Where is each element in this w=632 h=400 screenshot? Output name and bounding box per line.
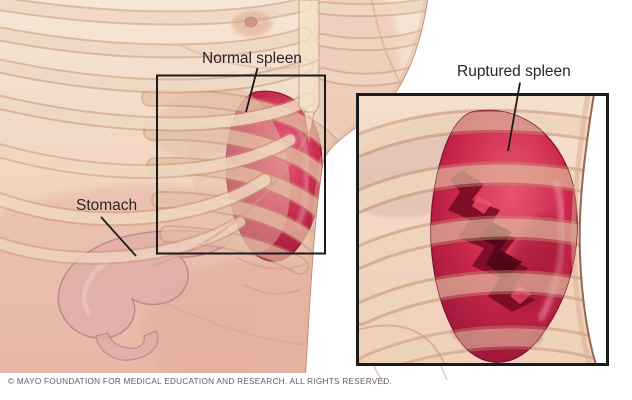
below-box-contours (373, 365, 448, 385)
normal-spleen-inset-box (156, 74, 326, 255)
leader-line-stomach (100, 216, 137, 257)
hip-bone-contour (357, 324, 446, 365)
costal-margin (150, 128, 312, 268)
leader-line-ruptured-spleen (507, 82, 521, 152)
chest-details (179, 0, 405, 91)
arm-contour (371, 0, 405, 91)
ruptured-spleen-inset-box (356, 93, 609, 366)
inset-ribs (357, 121, 608, 365)
ruptured-spleen-inset-scene (357, 94, 608, 365)
label-ruptured-spleen: Ruptured spleen (457, 63, 571, 80)
sternum (298, 0, 320, 117)
leader-line-normal-spleen (245, 67, 259, 113)
label-stomach: Stomach (76, 197, 138, 214)
duodenum-shape (95, 330, 159, 361)
label-normal-spleen: Normal spleen (202, 50, 302, 67)
inset-body-edge (571, 94, 608, 365)
ribcage (0, 0, 430, 295)
copyright-notice: © MAYO FOUNDATION FOR MEDICAL EDUCATION … (8, 377, 393, 386)
ruptured-spleen (430, 109, 578, 363)
leader-lines (100, 67, 521, 257)
xiphoid-process (303, 111, 315, 143)
nipple (244, 16, 258, 28)
pectoral-contour (179, 44, 319, 70)
spleen-highlight (294, 125, 310, 230)
